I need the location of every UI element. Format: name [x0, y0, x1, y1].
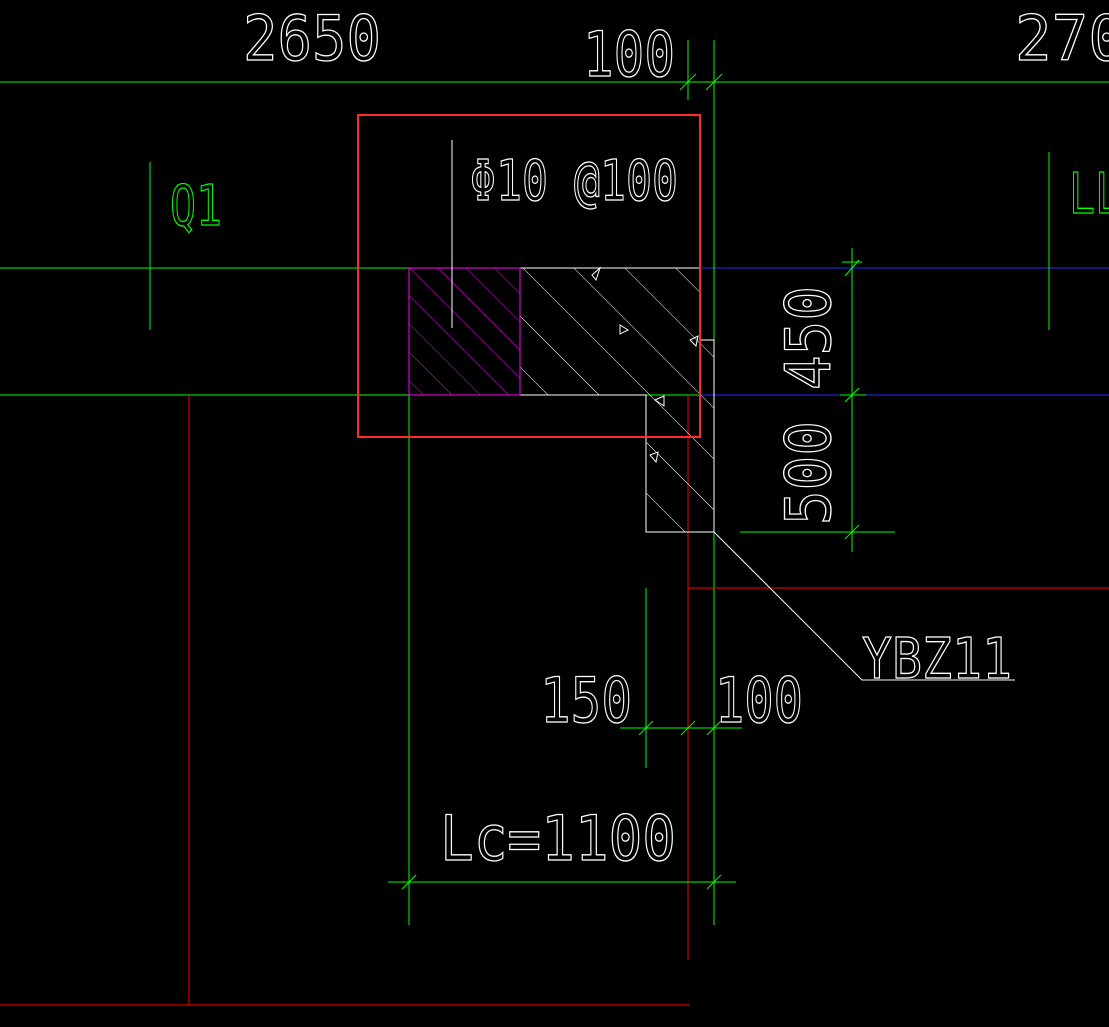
magenta-hatch-region — [408, 267, 521, 396]
wall-label-ll: LL — [1069, 162, 1109, 227]
dim-top-mid: 100 — [583, 18, 675, 91]
dim-bottom-right: 100 — [715, 664, 803, 737]
dim-top-left: 2650 — [243, 2, 381, 75]
wall-label-q1: Q1 — [170, 174, 222, 239]
concrete-section — [519, 266, 715, 533]
dim-right-upper: 450 — [772, 286, 845, 390]
dimension-lines — [388, 73, 895, 890]
edge-member-leader — [713, 531, 1015, 681]
highlight-box — [357, 114, 701, 438]
dim-top-right: 270 — [1015, 2, 1109, 75]
rebar-label: Φ10 @100 — [470, 149, 678, 214]
dim-lc: Lc=1100 — [440, 802, 676, 875]
edge-member-label: YBZ11 — [862, 627, 1012, 692]
red-lines — [0, 395, 1109, 1006]
dim-bottom-left: 150 — [540, 664, 632, 737]
dim-right-lower: 500 — [772, 421, 845, 525]
grid-lines-blue — [700, 267, 1109, 396]
